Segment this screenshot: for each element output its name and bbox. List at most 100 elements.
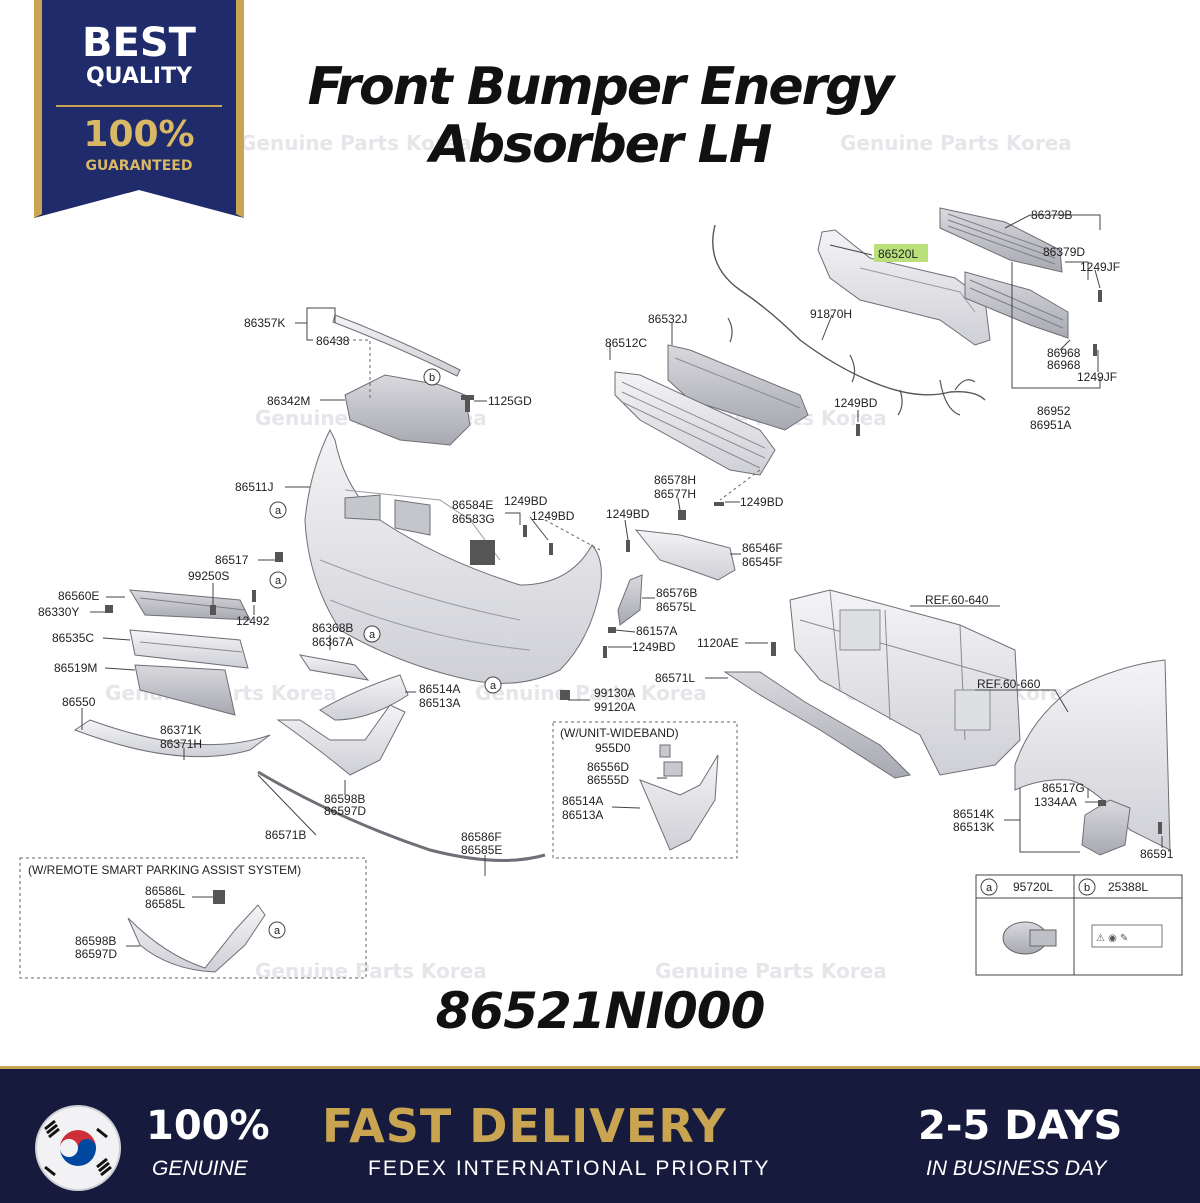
- callout-label: 86556D: [587, 760, 629, 774]
- callout-label: 86330Y: [38, 605, 79, 619]
- callout-label: 86517G: [1042, 781, 1085, 795]
- callout-label: 86342M: [267, 394, 310, 408]
- delivery-days: 2-5 DAYS: [918, 1103, 1123, 1149]
- svg-text:⚠ ◉ ✎: ⚠ ◉ ✎: [1096, 933, 1128, 944]
- callout-label: 1249BD: [834, 396, 878, 410]
- callout-label: 86535C: [52, 631, 94, 645]
- callout-label: 86968: [1047, 346, 1081, 360]
- badge-ribbon-shape: [34, 0, 244, 218]
- watermark: Genuine Parts Korea: [240, 131, 472, 155]
- footer-banner: 100% GENUINE FAST DELIVERY FEDEX INTERNA…: [0, 1066, 1200, 1203]
- badge-percent: 100%: [83, 114, 195, 155]
- strip-86550-part: [73, 719, 271, 758]
- callout-label: 86513A: [419, 696, 460, 710]
- skid-remote-part: [127, 904, 266, 973]
- callout-label: 86514A: [562, 794, 603, 808]
- panel-86519M-part: [134, 664, 236, 716]
- callout-label: 86597D: [324, 804, 366, 818]
- callout-label: 955D0: [595, 741, 631, 755]
- callout-label: 86513K: [953, 820, 994, 834]
- callout-label: 86597D: [75, 947, 117, 961]
- callout-label: 86586F: [461, 830, 502, 844]
- callout-label: 86584E: [452, 498, 493, 512]
- callout-label: 1249BD: [740, 495, 784, 509]
- callout-label: 86591: [1140, 847, 1174, 861]
- badge-guaranteed: GUARANTEED: [85, 158, 193, 174]
- callout-label: 86571B: [265, 828, 306, 842]
- legend-box: ⚠ ◉ ✎: [975, 874, 1183, 976]
- callout-label: 86571L: [655, 671, 695, 685]
- callout-label: 86951A: [1030, 418, 1071, 432]
- bracket-86514K-part: [1081, 799, 1131, 856]
- callout-label: 86511J: [235, 480, 273, 494]
- skid-plate-part: [276, 704, 406, 776]
- watermark: Genuine Parts Korea: [840, 131, 1072, 155]
- business-day-label: IN BUSINESS DAY: [926, 1157, 1107, 1180]
- callout-label: 86560E: [58, 589, 99, 603]
- callout-label: 86545F: [742, 555, 783, 569]
- strip-86571B-part: [257, 770, 546, 862]
- callout-label: 86368B: [312, 621, 353, 635]
- circle-ref: b: [429, 372, 435, 384]
- quality-badge: BEST QUALITY 100% GUARANTEED: [34, 0, 244, 218]
- callout-label: 1249BD: [531, 509, 575, 523]
- circle-refs: b a a a a a a b: [268, 368, 1096, 939]
- part-shapes: [73, 207, 1171, 973]
- callout-label: (W/UNIT-WIDEBAND): [560, 726, 679, 740]
- callout-label: 1249BD: [504, 494, 548, 508]
- grille-86560E-part: [129, 589, 251, 621]
- highlight-box: [874, 244, 928, 262]
- callout-label: 86371K: [160, 723, 201, 737]
- wiring-harness-part: [712, 224, 986, 401]
- callout-label: 1249BD: [606, 507, 650, 521]
- callout-label: REF.60-640: [925, 593, 989, 607]
- callout-label: REF.60-660: [977, 677, 1041, 691]
- callout-label: 86546F: [742, 541, 783, 555]
- callout-label: 86555D: [587, 773, 629, 787]
- callout-label: 86514K: [953, 807, 994, 821]
- callout-label: 86379B: [1031, 208, 1072, 222]
- bolts: [105, 290, 1162, 904]
- cover-part: [344, 374, 471, 446]
- callout-label: 25388L: [1108, 880, 1148, 894]
- callout-label: 95720L: [1013, 880, 1053, 894]
- callout-label: 86514A: [419, 682, 460, 696]
- circle-ref: a: [275, 505, 282, 517]
- callout-label: 1120AE: [697, 636, 739, 650]
- callout-label: 99130A: [594, 686, 635, 700]
- trim-part: [617, 574, 643, 626]
- wideband-box: [552, 721, 738, 859]
- badge-quality: QUALITY: [85, 64, 193, 89]
- circle-ref: a: [369, 629, 376, 641]
- korea-flag-icon: [35, 1105, 121, 1191]
- callout-label: 86585E: [461, 843, 502, 857]
- circle-ref: a: [490, 680, 497, 692]
- callout-label: 86598B: [75, 934, 116, 948]
- callout-label: 86577H: [654, 487, 696, 501]
- beam-86571L-part: [723, 671, 912, 779]
- callout-label: 1249JF: [1077, 370, 1117, 384]
- callout-label: 86550: [62, 695, 96, 709]
- callout-label: 86532J: [648, 312, 687, 326]
- callout-label: 99250S: [188, 569, 229, 583]
- circle-ref: a: [986, 882, 993, 894]
- watermark: Genuine Parts Korea: [475, 681, 707, 705]
- callout-label: 86968: [1047, 358, 1081, 372]
- callout-label: 86517: [215, 553, 249, 567]
- callout-label: 86513A: [562, 808, 603, 822]
- strip-part: [332, 314, 461, 377]
- callout-label: 91870H: [810, 307, 852, 321]
- callout-label: 1334AA: [1034, 795, 1077, 809]
- remote-parking-box: [19, 857, 367, 979]
- callout-label: 86575L: [656, 600, 696, 614]
- cover-wideband-part: [639, 754, 719, 851]
- part-number: 86521NI000: [435, 982, 766, 1040]
- callout-label: 99120A: [594, 700, 635, 714]
- callout-label: 86576B: [656, 586, 697, 600]
- watermark: Genuine Parts Korea: [655, 959, 887, 983]
- bracket-86535C-part: [129, 629, 249, 669]
- callout-labels: 86379B 86379D 1249JF 86520L 91870H 86532…: [28, 208, 1174, 961]
- bumper-fascia-part: [304, 428, 602, 684]
- callout-label: 86578H: [654, 473, 696, 487]
